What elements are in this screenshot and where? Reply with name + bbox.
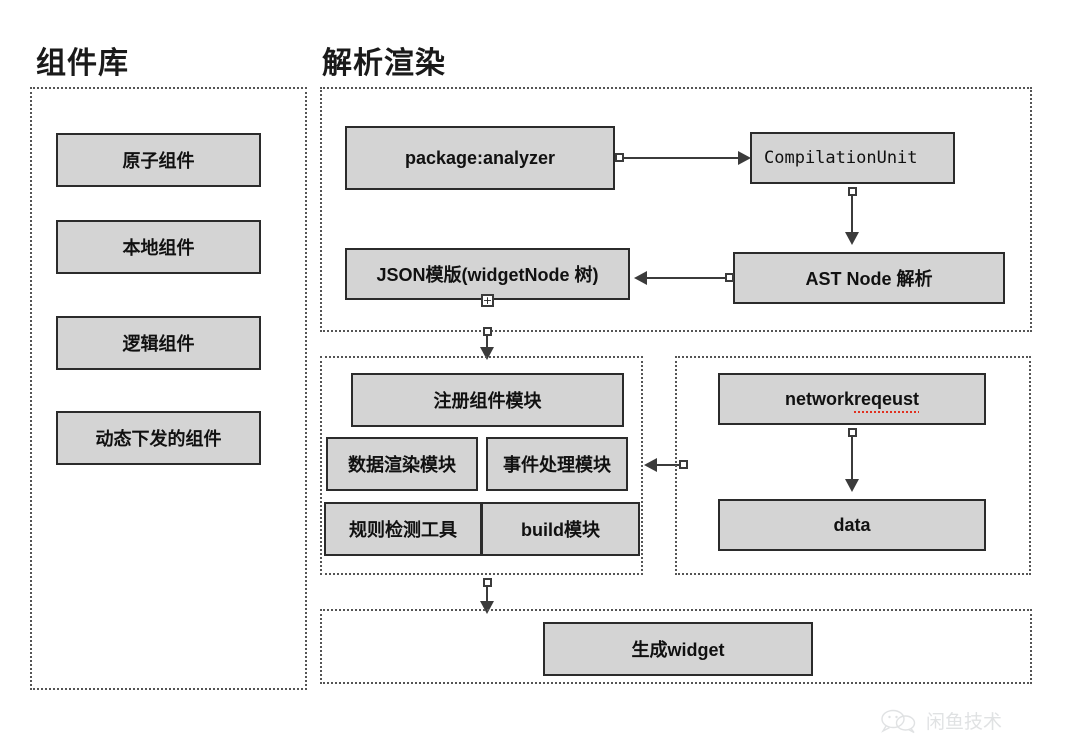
connector-network-to-render [655,464,685,466]
arrowhead-to-ast [845,232,859,245]
node-compilation-unit[interactable]: CompilationUnit [750,132,955,184]
connector-render-to-output [486,581,488,609]
connector-handle-json-down[interactable] [483,327,492,336]
section-title-parse-render: 解析渲染 [322,47,446,80]
node-rule-check-tool[interactable]: 规则检测工具 [324,502,482,556]
panel-component-library [30,87,307,690]
node-package-analyzer[interactable]: package:analyzer [345,126,615,190]
connector-request-to-data [851,428,853,484]
watermark: 闲鱼技术 [880,707,1002,734]
node-build-module[interactable]: build模块 [481,502,640,556]
node-generate-widget[interactable]: 生成widget [543,622,813,676]
network-request-typo: reqeust [853,388,920,413]
network-request-prefix: network [784,388,854,409]
node-local-component[interactable]: 本地组件 [56,220,261,274]
arrowhead-to-compilationunit [738,151,751,165]
connector-analyzer-to-compilationunit [619,157,743,159]
arrowhead-to-data [845,479,859,492]
node-logic-component[interactable]: 逻辑组件 [56,316,261,370]
panel-render-modules [320,356,643,575]
node-atom-component[interactable]: 原子组件 [56,133,261,187]
panel-network [675,356,1031,575]
arrowhead-to-json [634,271,647,285]
node-register-component-module[interactable]: 注册组件模块 [351,373,624,427]
node-dynamic-component[interactable]: 动态下发的组件 [56,411,261,465]
node-ast-node-parse[interactable]: AST Node 解析 [733,252,1005,304]
connector-handle-expand-plus[interactable]: + [481,294,494,307]
connector-handle-analyzer[interactable] [615,153,624,162]
node-network-request[interactable]: network reqeust [718,373,986,425]
node-event-handle-module[interactable]: 事件处理模块 [486,437,628,491]
connector-handle-network-left[interactable] [679,460,688,469]
connector-handle-request[interactable] [848,428,857,437]
connector-handle-render-down[interactable] [483,578,492,587]
connector-handle-compilationunit[interactable] [848,187,857,196]
node-data[interactable]: data [718,499,986,551]
section-title-component-library: 组件库 [36,47,129,80]
connector-ast-to-json [646,277,730,279]
wechat-icon [881,709,916,733]
connector-json-to-render-group [486,330,488,354]
node-data-render-module[interactable]: 数据渲染模块 [326,437,478,491]
arrowhead-to-render-modules [644,458,657,472]
panel-output [320,609,1032,684]
node-json-template[interactable]: JSON模版(widgetNode 树) [345,248,630,300]
panel-parsing [320,87,1032,332]
connector-handle-ast[interactable] [725,273,734,282]
watermark-text: 闲鱼技术 [926,712,1003,733]
connector-compilationunit-to-ast [851,190,853,238]
